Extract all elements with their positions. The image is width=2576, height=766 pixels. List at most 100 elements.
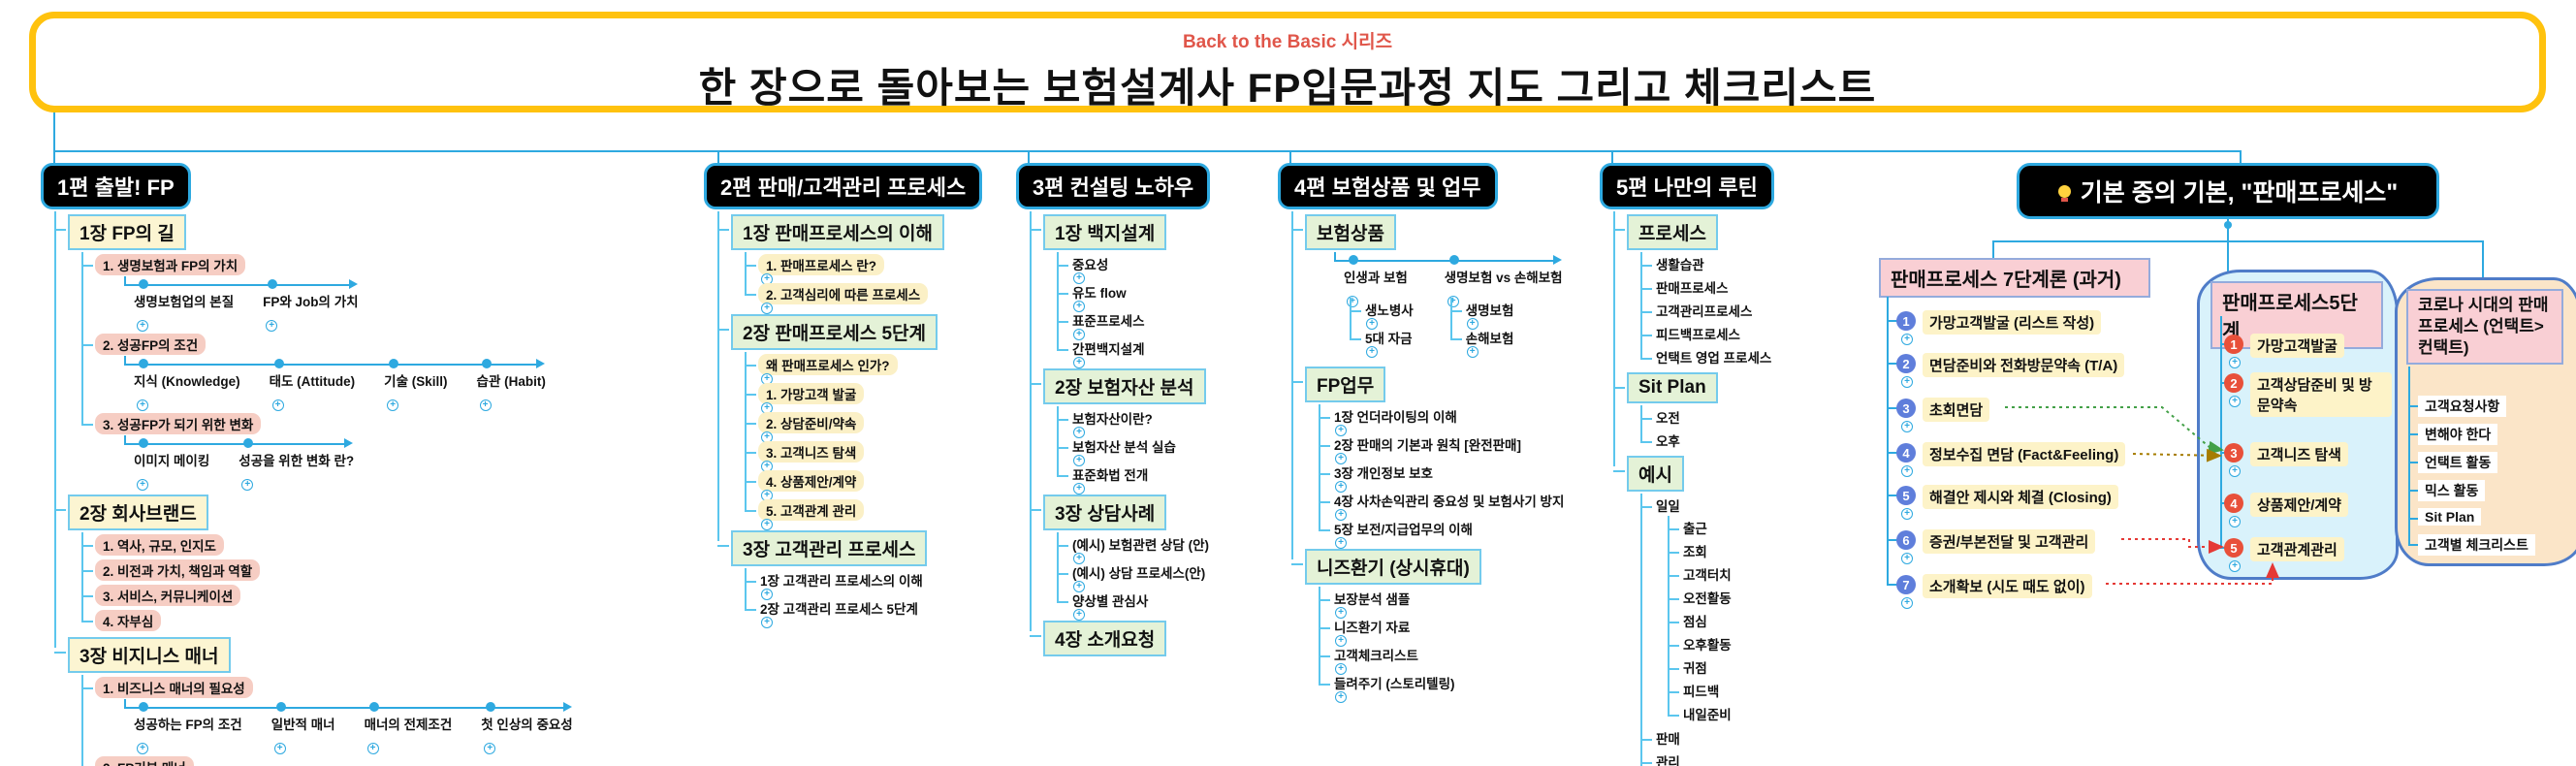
timeline-label[interactable]: 지식 (Knowledge)	[134, 370, 240, 411]
leaf-label[interactable]: 3장 개인정보 보호	[1332, 462, 1435, 493]
leaf-label[interactable]: 표준프로세스	[1070, 309, 1147, 340]
timeline-label[interactable]: 일반적 매너	[271, 714, 335, 754]
leaf-label[interactable]: 언택트 영업 프로세스	[1656, 351, 1772, 366]
leaf-label[interactable]: 판매프로세스	[1656, 281, 1729, 296]
topic-pill[interactable]: 1. 비즈니스 매너의 필요성	[95, 677, 253, 698]
panel-column-header-3[interactable]: 코로나 시대의 판매프로세스 (언택트>컨택트)	[2406, 289, 2563, 366]
section-box[interactable]: FP업무	[1305, 367, 1386, 402]
timeline-label[interactable]: 생명보험업의 본질	[134, 291, 234, 332]
leaf-label[interactable]: 들려주기 (스토리텔링)	[1332, 672, 1457, 703]
section-box[interactable]: 2장 판매프로세스 5단계	[731, 314, 938, 350]
panel-title[interactable]: 기본 중의 기본, "판매프로세스"	[2017, 163, 2439, 219]
panel-item[interactable]: 고객요청사항	[2418, 396, 2507, 417]
leaf-label[interactable]: 2장 고객관리 프로세스 5단계	[758, 597, 920, 628]
leaf-label[interactable]: 보험자산 분석 실습	[1070, 435, 1178, 466]
branch-header[interactable]: 1편 출발! FP	[41, 163, 191, 209]
section-box[interactable]: 니즈환기 (상시휴대)	[1305, 549, 1481, 585]
leaf-label[interactable]: 고객관리프로세스	[1656, 304, 1753, 319]
branch-header[interactable]: 3편 컨설팅 노하우	[1016, 163, 1211, 209]
timeline-label[interactable]: 이미지 메이킹	[134, 450, 209, 491]
leaf-label[interactable]: 보험자산이란?	[1070, 407, 1155, 438]
leaf-label[interactable]: 니즈환기 자료	[1332, 616, 1412, 647]
topic-pill[interactable]: 1. 역사, 규모, 인지도	[95, 534, 224, 556]
section-box[interactable]: 2장 회사브랜드	[68, 495, 208, 530]
timeline-label[interactable]: 성공을 위한 변화 란?	[239, 450, 354, 491]
section-box[interactable]: 예시	[1627, 456, 1684, 492]
topic-pill[interactable]: 3. 고객니즈 탐색	[758, 441, 865, 472]
leaf-label[interactable]: 고객체크리스트	[1332, 644, 1420, 675]
branch-header[interactable]: 2편 판매/고객관리 프로세스	[704, 163, 983, 209]
leaf-label[interactable]: 생노병사	[1363, 299, 1415, 330]
timeline-label[interactable]: 인생과 보험	[1344, 267, 1415, 307]
section-box[interactable]: 3장 고객관리 프로세스	[731, 530, 928, 566]
leaf-label[interactable]: 보장분석 샘플	[1332, 588, 1412, 619]
leaf-label[interactable]: (예시) 상담 프로세스(안)	[1070, 561, 1207, 592]
section-box[interactable]: 2장 보험자산 분석	[1043, 368, 1206, 404]
leaf-label[interactable]: 간편백지설계	[1070, 337, 1147, 368]
leaf-label[interactable]: 피드백프로세스	[1656, 328, 1740, 342]
leaf-label[interactable]: 점심	[1683, 615, 1707, 629]
topic-pill[interactable]: 4. 자부심	[95, 610, 162, 631]
leaf-label[interactable]: 유도 flow	[1070, 281, 1129, 312]
leaf-label[interactable]: (예시) 보험관련 상담 (안)	[1070, 533, 1211, 564]
panel-item[interactable]: 고객별 체크리스트	[2418, 534, 2535, 556]
timeline-label[interactable]: 성공하는 FP의 조건	[134, 714, 242, 754]
leaf-label[interactable]: 오전활동	[1683, 591, 1732, 606]
section-box[interactable]: 3장 비지니스 매너	[68, 637, 231, 673]
panel-column-header-1[interactable]: 판매프로세스 7단계론 (과거)	[1879, 258, 2150, 298]
leaf-label[interactable]: 일일	[1656, 499, 1680, 514]
leaf-label[interactable]: 내일준비	[1683, 708, 1732, 722]
leaf-label[interactable]: 관리	[1656, 755, 1680, 766]
section-box[interactable]: 4장 소개요청	[1043, 621, 1167, 656]
topic-pill[interactable]: 4. 상품제안/계약	[758, 470, 865, 501]
section-box[interactable]: 1장 FP의 길	[68, 214, 186, 250]
timeline-label[interactable]: 기술 (Skill)	[384, 370, 448, 411]
panel-item[interactable]: Sit Plan	[2418, 508, 2482, 526]
leaf-label[interactable]: 양상별 관심사	[1070, 590, 1150, 621]
topic-pill[interactable]: 1. 생명보험과 FP의 가치	[95, 254, 246, 275]
topic-pill[interactable]: 2. FP기본 매너	[95, 756, 194, 766]
topic-pill[interactable]: 왜 판매프로세스 인가?	[758, 354, 898, 385]
panel-item[interactable]: 변해야 한다	[2418, 424, 2498, 445]
topic-pill[interactable]: 2. 성공FP의 조건	[95, 334, 207, 355]
leaf-label[interactable]: 출근	[1683, 522, 1707, 536]
topic-pill[interactable]: 3. 성공FP가 되기 위한 변화	[95, 413, 262, 434]
section-box[interactable]: 3장 상담사례	[1043, 495, 1167, 530]
timeline-label[interactable]: 생명보험 vs 손해보험	[1445, 267, 1563, 307]
leaf-label[interactable]: 손해보험	[1464, 327, 1516, 358]
panel-item[interactable]: 언택트 활동	[2418, 452, 2498, 473]
topic-pill[interactable]: 2. 비전과 가치, 책임과 역할	[95, 559, 261, 581]
leaf-label[interactable]: 귀점	[1683, 661, 1707, 676]
topic-pill[interactable]: 2. 상담준비/약속	[758, 412, 865, 443]
topic-pill[interactable]: 1. 가망고객 발굴	[758, 383, 865, 414]
leaf-label[interactable]: 피드백	[1683, 685, 1720, 699]
timeline-label[interactable]: 습관 (Habit)	[477, 370, 546, 411]
leaf-label[interactable]: 4장 사차손익관리 중요성 및 보험사기 방지	[1332, 490, 1566, 521]
leaf-label[interactable]: 5장 보전/지급업무의 이해	[1332, 518, 1475, 549]
leaf-label[interactable]: 생명보험	[1464, 299, 1516, 330]
leaf-label[interactable]: 오전	[1656, 411, 1680, 426]
leaf-label[interactable]: 고객터치	[1683, 568, 1732, 583]
section-box[interactable]: 1장 판매프로세스의 이해	[731, 214, 944, 250]
topic-pill[interactable]: 5. 고객관계 관리	[758, 499, 865, 530]
leaf-label[interactable]: 2장 판매의 기본과 원칙 [완전판매]	[1332, 433, 1523, 464]
leaf-label[interactable]: 표준화법 전개	[1070, 463, 1150, 495]
branch-header[interactable]: 5편 나만의 루틴	[1600, 163, 1774, 209]
panel-item[interactable]: 믹스 활동	[2418, 480, 2486, 501]
leaf-label[interactable]: 5대 자금	[1363, 327, 1415, 358]
leaf-label[interactable]: 생활습관	[1656, 258, 1704, 272]
timeline-label[interactable]: 첫 인상의 중요성	[481, 714, 573, 754]
section-box[interactable]: 프로세스	[1627, 214, 1718, 250]
